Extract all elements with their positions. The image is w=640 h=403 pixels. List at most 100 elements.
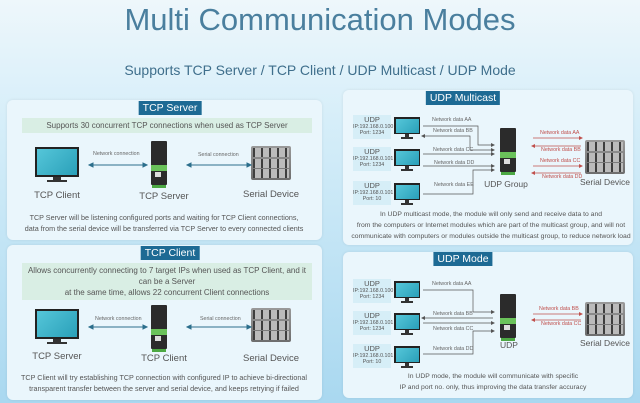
client-ip: IP:192.168.0.101 xyxy=(353,156,394,162)
connection-arrows xyxy=(87,324,253,330)
node-label: TCP Client xyxy=(34,190,80,201)
link-label: Network data BB xyxy=(539,306,579,312)
panel-title: TCP Client xyxy=(140,246,200,260)
link-label: Network data EE xyxy=(434,182,474,188)
link-label: Network connection xyxy=(95,316,142,322)
link-label: Network data BB xyxy=(433,311,473,317)
node-label: TCP Server xyxy=(139,191,189,202)
description: In UDP multicast mode, the module will o… xyxy=(351,209,630,242)
node-label: TCP Client xyxy=(141,353,187,364)
client-name: UDP xyxy=(364,181,380,190)
device-icon xyxy=(500,294,516,341)
link-label: Network data CC xyxy=(540,158,581,164)
client-port: Port: 1234 xyxy=(359,162,385,168)
client-port: Port: 1234 xyxy=(359,326,385,332)
link-label: Serial connection xyxy=(200,316,241,322)
link-label: Network data DD xyxy=(542,174,583,180)
description-line: TCP Server will be listening configured … xyxy=(29,213,299,222)
link-label: Serial connection xyxy=(198,152,239,158)
monitor-icon xyxy=(35,309,79,345)
node-label: UDP xyxy=(500,340,518,350)
server-rack-icon xyxy=(251,146,291,180)
link-label: Network data AA xyxy=(540,130,580,136)
client-port: Port: 10 xyxy=(362,196,382,202)
description-line: data from the serial device will be tran… xyxy=(24,224,304,233)
client-ip: IP:192.168.0.101 xyxy=(353,353,394,359)
node-label: TCP Server xyxy=(32,351,82,362)
link-label: Network data AA xyxy=(432,117,472,123)
link-label: Network data BB xyxy=(433,128,473,134)
link-label: Network data DD xyxy=(434,160,475,166)
link-label: Network data DD xyxy=(433,346,474,352)
description-line: IP and port no. only, thus improving the… xyxy=(399,384,587,391)
client-ip: IP:192.168.0.101 xyxy=(353,320,394,326)
note-line: Allows concurrently connecting to 7 targ… xyxy=(27,266,307,286)
monitor-icon xyxy=(394,149,420,171)
link-label: Network data BB xyxy=(541,147,581,153)
description-line: communicate with computers or modules ou… xyxy=(351,233,631,240)
device-icon xyxy=(151,141,167,188)
note-line: at the same time, allows 22 concurrent C… xyxy=(64,288,270,297)
device-icon xyxy=(500,128,516,175)
node-label: UDP Group xyxy=(484,179,528,189)
description: TCP Client will try establishing TCP con… xyxy=(21,372,307,394)
panel-title: TCP Server xyxy=(138,101,202,115)
node-label: Serial Device xyxy=(579,177,631,187)
monitor-icon xyxy=(394,117,420,139)
link-label: Network data CC xyxy=(541,321,582,327)
description-line: In UDP multicast mode, the module will o… xyxy=(379,211,603,218)
client-ip: IP:192.168.0.101 xyxy=(353,190,394,196)
panel-title: UDP Mode xyxy=(433,252,493,266)
server-rack-icon xyxy=(585,302,625,336)
link-label: Network data AA xyxy=(432,281,472,287)
monitor-icon xyxy=(394,281,420,303)
description-line: transparent transfer between the server … xyxy=(29,384,299,393)
tcp-server-panel: TCP Server Supports 30 concurrent TCP co… xyxy=(7,100,322,240)
description: In UDP mode, the module will communicate… xyxy=(400,371,587,393)
node-label: Serial Device xyxy=(243,189,299,200)
server-rack-icon xyxy=(585,140,625,174)
description: TCP Server will be listening configured … xyxy=(25,212,304,234)
monitor-icon xyxy=(394,346,420,368)
panel-note: Supports 30 concurrent TCP connections w… xyxy=(22,118,312,133)
data-flow-arrows xyxy=(421,289,583,355)
client-name: UDP xyxy=(364,115,380,124)
client-port: Port: 1234 xyxy=(359,130,385,136)
client-name: UDP xyxy=(364,311,380,320)
description-line: In UDP mode, the module will communicate… xyxy=(407,373,579,380)
panel-note: Allows concurrently connecting to 7 targ… xyxy=(22,263,312,300)
page-subtitle: Supports TCP Server / TCP Client / UDP M… xyxy=(124,62,516,78)
link-label: Network data CC xyxy=(433,326,474,332)
client-port: Port: 10 xyxy=(362,359,382,365)
description-line: from the computers or Internet modules w… xyxy=(356,222,626,229)
tcp-client-panel: TCP Client Allows concurrently connectin… xyxy=(7,245,322,400)
monitor-icon xyxy=(394,313,420,335)
client-port: Port: 1234 xyxy=(359,294,385,300)
node-label: Serial Device xyxy=(243,353,299,364)
server-rack-icon xyxy=(251,308,291,342)
monitor-icon xyxy=(394,183,420,205)
client-ip: IP:192.168.0.100 xyxy=(353,288,394,294)
link-label: Network data CC xyxy=(433,147,474,153)
panel-title: UDP Multicast xyxy=(425,91,501,105)
link-label: Network connection xyxy=(93,151,140,157)
data-flow-arrows xyxy=(421,125,583,195)
client-name: UDP xyxy=(364,279,380,288)
device-icon xyxy=(151,305,167,352)
client-name: UDP xyxy=(364,147,380,156)
node-label: Serial Device xyxy=(579,338,631,348)
description-line: TCP Client will try establishing TCP con… xyxy=(21,373,307,382)
client-name: UDP xyxy=(364,344,380,353)
client-ip: IP:192.168.0.100 xyxy=(353,124,394,130)
connection-arrows xyxy=(87,162,253,168)
monitor-icon xyxy=(35,147,79,183)
page-title: Multi Communication Modes xyxy=(124,2,516,37)
